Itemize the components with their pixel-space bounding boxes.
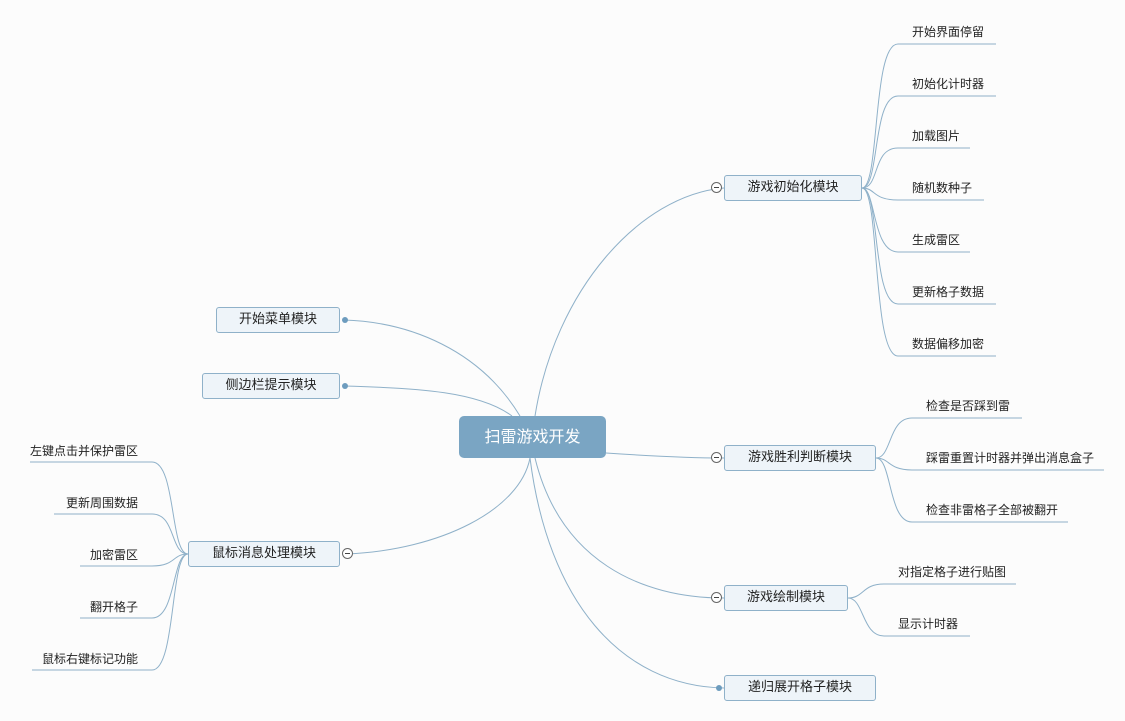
branch-node-start-menu-label: 开始菜单模块: [238, 312, 317, 327]
branch-node-mouse-label: 鼠标消息处理模块: [211, 546, 316, 561]
root-node[interactable]: 扫雷游戏开发: [459, 416, 606, 458]
collapse-toggle-mouse[interactable]: [342, 548, 353, 559]
leaf-init-2[interactable]: 加载图片: [912, 129, 961, 143]
leaf-mouse-2[interactable]: 加密雷区: [89, 548, 138, 562]
connector-dot-start-menu: [342, 317, 348, 323]
edge-root-draw: [534, 457, 725, 599]
branch-node-recursive-label: 递归展开格子模块: [747, 680, 852, 695]
branch-node-init-label: 游戏初始化模块: [747, 180, 839, 195]
leaf-win-0[interactable]: 检查是否踩到雷: [926, 399, 1011, 413]
leaf-mouse-3[interactable]: 翻开格子: [89, 600, 138, 614]
branch-node-draw-label: 游戏绘制模块: [746, 590, 825, 605]
leaf-mouse-4[interactable]: 鼠标右键标记功能: [41, 652, 138, 666]
leaf-init-5[interactable]: 更新格子数据: [912, 285, 985, 299]
branch-node-sidebar-label: 侧边栏提示模块: [225, 378, 317, 393]
leaf-init-4[interactable]: 生成雷区: [912, 233, 961, 247]
branch-node-init[interactable]: 游戏初始化模块: [724, 175, 862, 201]
leaf-init-0[interactable]: 开始界面停留: [912, 25, 985, 39]
branch-node-sidebar[interactable]: 侧边栏提示模块: [202, 373, 340, 399]
leaf-init-1[interactable]: 初始化计时器: [912, 77, 985, 91]
edge-root-mouse: [346, 457, 531, 555]
branch-node-mouse[interactable]: 鼠标消息处理模块: [188, 541, 340, 567]
branch-node-draw[interactable]: 游戏绘制模块: [724, 585, 848, 611]
branch-node-win-label: 游戏胜利判断模块: [747, 450, 852, 465]
leaf-mouse-0[interactable]: 左键点击并保护雷区: [29, 444, 138, 458]
leaf-init-6[interactable]: 数据偏移加密: [912, 337, 985, 351]
leaf-win-2[interactable]: 检查非雷格子全部被翻开: [926, 503, 1059, 517]
edge-root-win: [605, 452, 725, 459]
leaf-mouse-1[interactable]: 更新周围数据: [65, 496, 138, 510]
branch-node-win[interactable]: 游戏胜利判断模块: [724, 445, 876, 471]
branch-node-recursive[interactable]: 递归展开格子模块: [724, 675, 876, 701]
leaf-draw-1[interactable]: 显示计时器: [898, 617, 959, 631]
collapse-toggle-draw[interactable]: [711, 592, 722, 603]
connector-dot-sidebar: [342, 383, 348, 389]
branch-node-start-menu[interactable]: 开始菜单模块: [216, 307, 340, 333]
root-node-label: 扫雷游戏开发: [484, 427, 581, 446]
collapse-toggle-init[interactable]: [711, 182, 722, 193]
collapse-toggle-win[interactable]: [711, 452, 722, 463]
leaf-init-3[interactable]: 随机数种子: [912, 181, 973, 195]
edge-root-start: [343, 319, 521, 417]
edge-root-sidebar: [343, 385, 513, 417]
connector-dot-recursive: [716, 685, 722, 691]
leaf-draw-0[interactable]: 对指定格子进行贴图: [898, 565, 1007, 579]
leaf-win-1[interactable]: 踩雷重置计时器并弹出消息盒子: [926, 451, 1095, 465]
edge-root-recursive: [529, 457, 725, 689]
edge-root-init: [534, 187, 725, 417]
